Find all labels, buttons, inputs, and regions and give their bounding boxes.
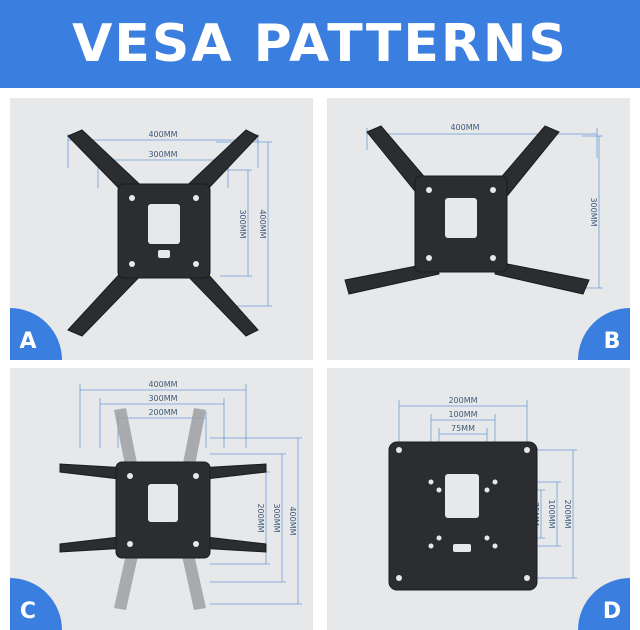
mount-diagram-b: 400MM 300MM [344, 123, 603, 295]
panel-a: 400MM 300MM 400MM 300MM A [10, 98, 313, 360]
mount-diagram-c: 400MM 300MM 200MM 400MM 300MM 200MM [59, 380, 302, 610]
panel-a-badge: A [10, 308, 62, 360]
panel-b: 400MM 300MM B [327, 98, 630, 360]
dim-a-h-outer: 400MM [148, 130, 177, 139]
page-title: VESA PATTERNS [72, 14, 568, 74]
dim-c-h3: 200MM [148, 408, 177, 417]
dim-a-h-inner: 300MM [148, 150, 177, 159]
dim-d-v2: 100MM [547, 499, 556, 528]
dim-c-v2: 300MM [272, 503, 281, 532]
dim-b-v-outer: 300MM [589, 197, 598, 226]
mount-diagram-a: 400MM 300MM 400MM 300MM [67, 129, 272, 337]
panel-c: 400MM 300MM 200MM 400MM 300MM 200MM C [10, 368, 313, 630]
dim-d-h3: 75MM [451, 424, 475, 433]
panel-d: 200MM 100MM 75MM 200MM 100MM 75MM D [327, 368, 630, 630]
dim-b-h-outer: 400MM [450, 123, 479, 132]
dim-a-v-inner: 300MM [238, 209, 247, 238]
dim-c-h1: 400MM [148, 380, 177, 389]
dim-c-v1: 400MM [288, 506, 297, 535]
dim-d-h1: 200MM [448, 396, 477, 405]
panel-d-badge: D [578, 578, 630, 630]
dim-d-h2: 100MM [448, 410, 477, 419]
dim-d-v1: 200MM [563, 499, 572, 528]
dim-c-v3: 200MM [256, 503, 265, 532]
dim-a-v-outer: 400MM [258, 209, 267, 238]
dim-c-h2: 300MM [148, 394, 177, 403]
mount-diagram-d: 200MM 100MM 75MM 200MM 100MM 75MM [388, 396, 577, 591]
title-banner: VESA PATTERNS [0, 0, 640, 88]
